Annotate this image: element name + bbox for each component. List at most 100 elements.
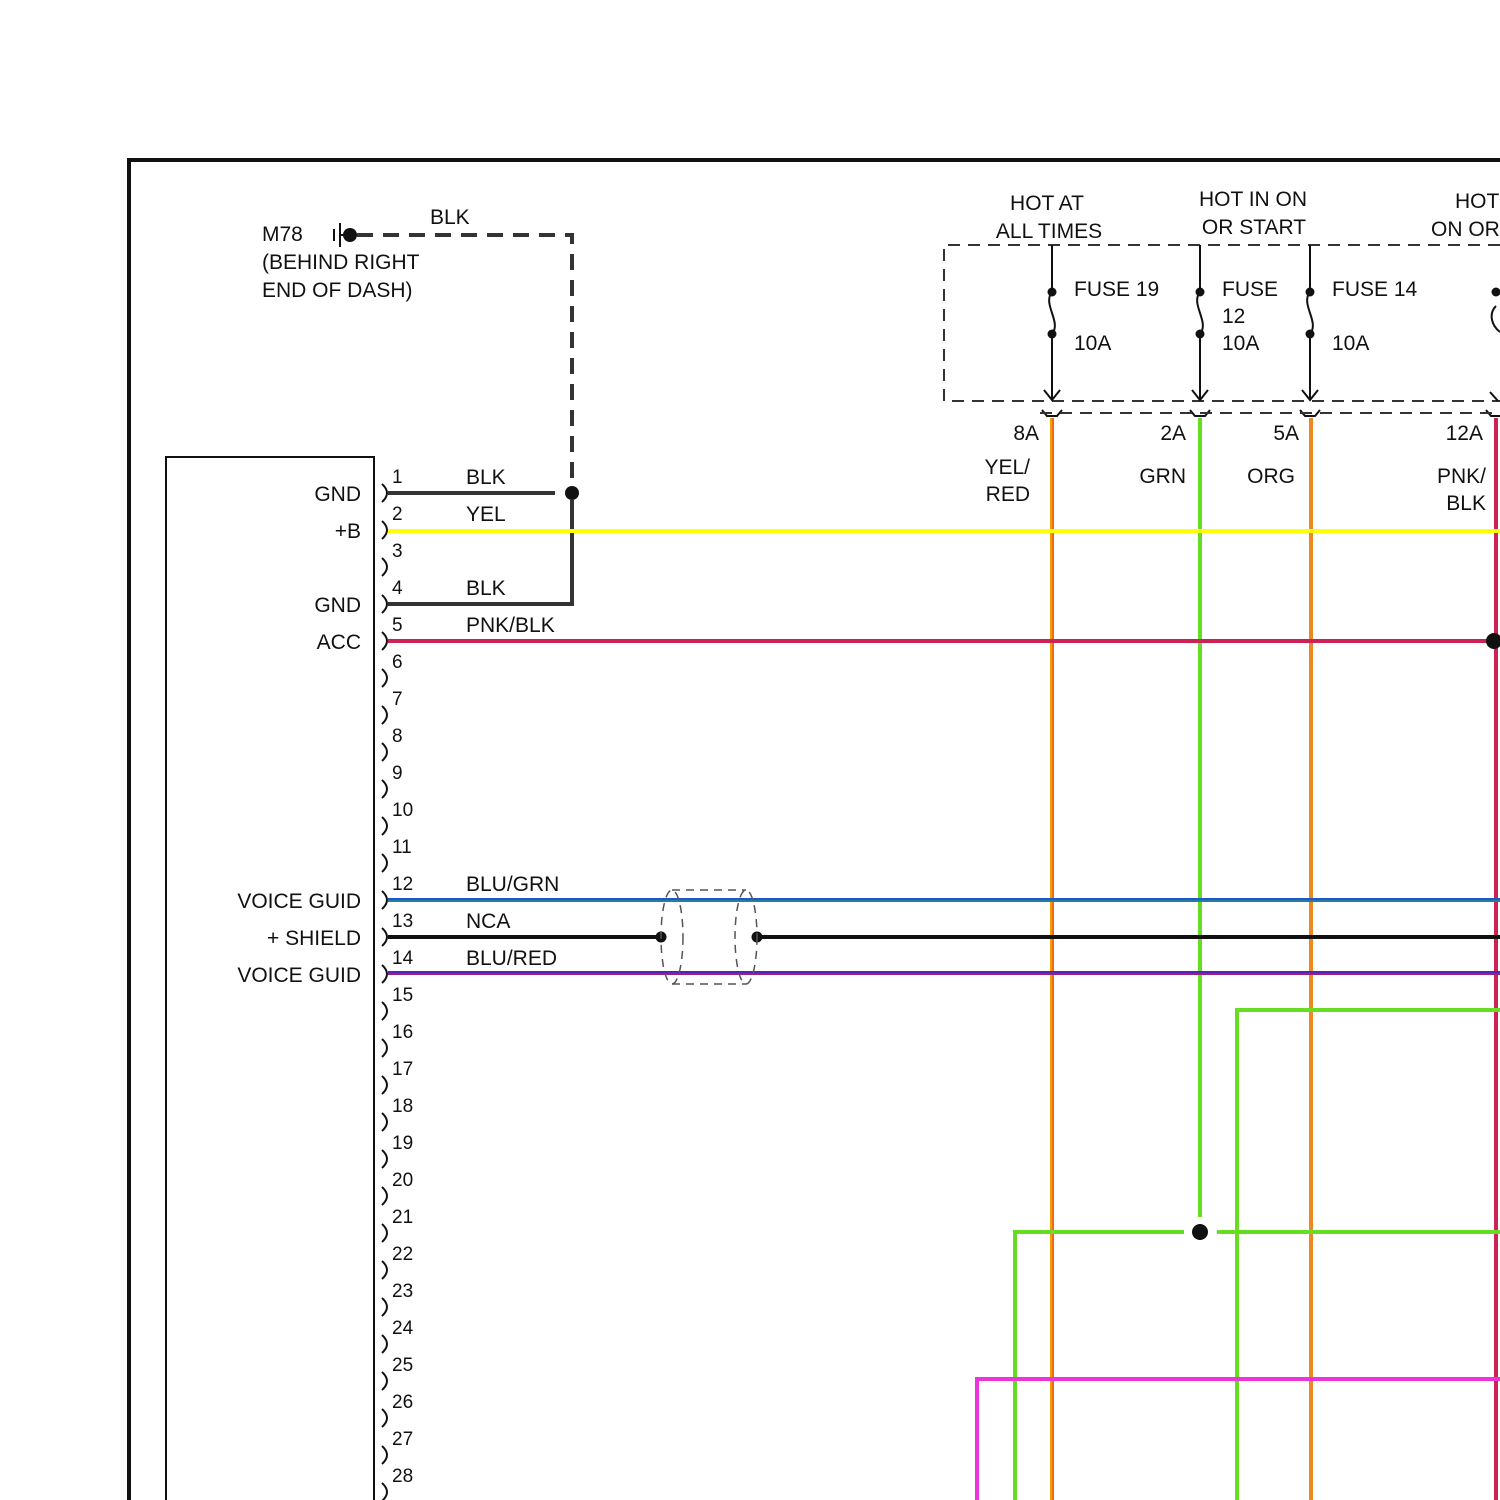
pin-contact-icon bbox=[382, 484, 387, 502]
pin-number: 7 bbox=[392, 689, 403, 710]
fuse-header-2-line2: OR START bbox=[1202, 216, 1306, 239]
pin-contact-icon bbox=[382, 1446, 387, 1464]
component-connector: 1234567891011121314151617181920212223242… bbox=[166, 457, 559, 1500]
wire-color-label: PNK/BLK bbox=[466, 614, 555, 637]
fuse-header-1-line2: ALL TIMES bbox=[996, 220, 1102, 243]
fuse-header-2-line1: HOT IN ON bbox=[1199, 188, 1307, 211]
fuse-symbol-icon bbox=[1197, 292, 1203, 334]
fuse-12-name-line2: 12 bbox=[1222, 305, 1245, 328]
pin-number: 26 bbox=[392, 1392, 413, 1413]
wire-yel-red-vertical bbox=[1052, 418, 1053, 1500]
pin-function-label: +B bbox=[335, 520, 361, 543]
wire-grn-branch-1 bbox=[1237, 1010, 1500, 1500]
pin-number: 4 bbox=[392, 578, 403, 599]
fuse-19: FUSE 19 10A bbox=[1044, 245, 1159, 400]
pin-number: 2 bbox=[392, 504, 403, 525]
terminal-12a-label: 12A bbox=[1446, 422, 1483, 445]
pin-function-label: VOICE GUID bbox=[237, 890, 361, 913]
pin-number: 10 bbox=[392, 800, 413, 821]
ground-splice-dot bbox=[565, 486, 579, 500]
pin-number: 18 bbox=[392, 1096, 413, 1117]
ground-m78: M78 (BEHIND RIGHT END OF DASH) BLK bbox=[262, 206, 572, 493]
pin-number: 5 bbox=[392, 615, 403, 636]
pin-contact-icon bbox=[382, 595, 387, 613]
pin-contact-icon bbox=[382, 1187, 387, 1205]
pin-number: 27 bbox=[392, 1429, 413, 1450]
pin-number: 21 bbox=[392, 1207, 413, 1228]
pin-number: 13 bbox=[392, 911, 413, 932]
wire-color-label: NCA bbox=[466, 910, 510, 933]
pin-contact-icon bbox=[382, 669, 387, 687]
fuse-box: HOT AT ALL TIMES HOT IN ON OR START HOT … bbox=[944, 188, 1500, 515]
shielded-cable-icon bbox=[661, 890, 757, 984]
terminal-2a-label: 2A bbox=[1160, 422, 1186, 445]
pin-contact-icon bbox=[382, 1298, 387, 1316]
pin-function-label: + SHIELD bbox=[267, 927, 361, 950]
connector-wire-color-labels: BLKYELBLKPNK/BLKBLU/GRNNCABLU/RED bbox=[466, 466, 559, 970]
pin-number: 12 bbox=[392, 874, 413, 895]
ground-location-line1: (BEHIND RIGHT bbox=[262, 251, 420, 274]
fuse-symbol-icon bbox=[1492, 306, 1500, 332]
pin-contact-icon bbox=[382, 1113, 387, 1131]
pin-contact-icon bbox=[382, 891, 387, 909]
pin-contact-icon bbox=[382, 1335, 387, 1353]
ground-symbol-icon bbox=[334, 223, 357, 247]
pin-function-label: GND bbox=[314, 594, 361, 617]
pin-contact-icon bbox=[382, 1039, 387, 1057]
grn-splice-dot bbox=[1192, 1224, 1208, 1240]
pin-contact-icon bbox=[382, 743, 387, 761]
wire-color-label: BLK bbox=[466, 466, 506, 489]
pin-contact-icon bbox=[382, 706, 387, 724]
connector-pin-numbers: 1234567891011121314151617181920212223242… bbox=[392, 467, 414, 1487]
wire-color-label: BLU/RED bbox=[466, 947, 557, 970]
pin-number: 11 bbox=[392, 837, 412, 858]
diagram-frame bbox=[129, 160, 1500, 1500]
wire-8a-color-line2: RED bbox=[986, 483, 1030, 506]
fuse-12-name-line1: FUSE bbox=[1222, 278, 1278, 301]
pin-contact-icon bbox=[382, 780, 387, 798]
fuse-symbol-icon bbox=[1049, 292, 1055, 334]
pin-number: 23 bbox=[392, 1281, 413, 1302]
wire-color-label: BLK bbox=[466, 577, 506, 600]
pin-function-label: VOICE GUID bbox=[237, 964, 361, 987]
pin-contact-icon bbox=[382, 1409, 387, 1427]
pin-contact-icon bbox=[382, 521, 387, 539]
pin-number: 8 bbox=[392, 726, 403, 747]
acc-splice-dot bbox=[1486, 633, 1500, 649]
pin-number: 3 bbox=[392, 541, 403, 562]
wire-pin14-blu-red bbox=[388, 973, 1500, 974]
connector-pin-arcs bbox=[382, 484, 387, 1500]
terminal-8a-label: 8A bbox=[1013, 422, 1039, 445]
pin-contact-icon bbox=[382, 854, 387, 872]
pin-number: 19 bbox=[392, 1133, 413, 1154]
pin-contact-icon bbox=[382, 1483, 387, 1500]
wire-color-label: BLU/GRN bbox=[466, 873, 559, 896]
pin-number: 25 bbox=[392, 1355, 413, 1376]
pin-contact-icon bbox=[382, 817, 387, 835]
pin-number: 20 bbox=[392, 1170, 413, 1191]
pin-contact-icon bbox=[382, 928, 387, 946]
fuse-14-name: FUSE 14 bbox=[1332, 278, 1418, 301]
fuse-header-3-line1: HOT bbox=[1455, 190, 1500, 213]
ground-wire-color: BLK bbox=[430, 206, 470, 229]
wire-12a-color-line2: BLK bbox=[1446, 492, 1486, 515]
pin-contact-icon bbox=[382, 1224, 387, 1242]
fuse-12-rating: 10A bbox=[1222, 332, 1259, 355]
pin-number: 1 bbox=[392, 467, 403, 488]
pin-contact-icon bbox=[382, 1002, 387, 1020]
fuse-14: FUSE 14 10A bbox=[1302, 245, 1418, 400]
pin-function-label: GND bbox=[314, 483, 361, 506]
pin-contact-icon bbox=[382, 1372, 387, 1390]
pin-contact-icon bbox=[382, 965, 387, 983]
pin-contact-icon bbox=[382, 1261, 387, 1279]
fuse-19-rating: 10A bbox=[1074, 332, 1111, 355]
pin-number: 24 bbox=[392, 1318, 414, 1339]
pin-number: 6 bbox=[392, 652, 403, 673]
wire-2a-color: GRN bbox=[1139, 465, 1186, 488]
wire-pin12-blu-grn bbox=[388, 900, 1500, 901]
wire-8a-color-line1: YEL/ bbox=[984, 456, 1030, 479]
pin-number: 9 bbox=[392, 763, 403, 784]
pin-number: 22 bbox=[392, 1244, 413, 1265]
pin-number: 28 bbox=[392, 1466, 413, 1487]
